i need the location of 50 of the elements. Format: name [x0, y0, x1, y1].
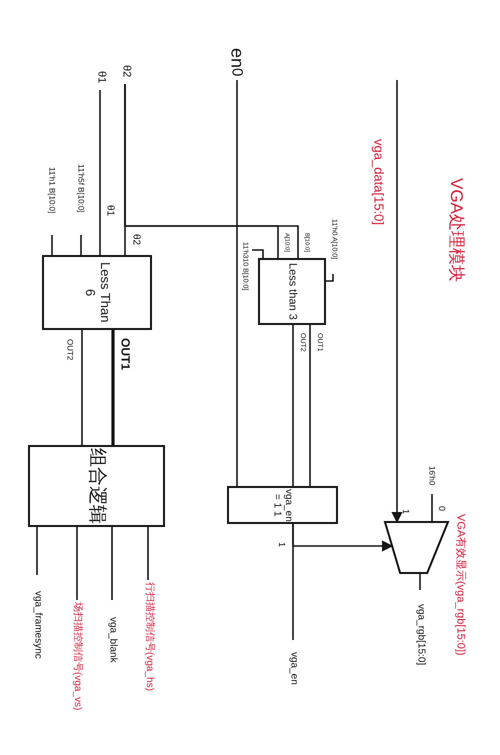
signal-label: vga_framesync [30, 575, 45, 675]
signal-label: 场扫描控制信号 [71, 602, 83, 672]
pin-label: 1 [400, 508, 412, 516]
signal-label: 11'h5f B[10:0] [73, 141, 89, 235]
signal-label: 行扫描控制信号 [143, 582, 155, 652]
signal-label: θ2 [118, 58, 134, 84]
block-label: Less Than 6 [82, 261, 112, 325]
wire [51, 235, 53, 255]
wire [81, 330, 83, 445]
signal-label: θ1 [93, 64, 109, 90]
wire [80, 235, 82, 255]
pin-label: θ1 [103, 204, 116, 219]
wire [431, 494, 433, 522]
wire [76, 527, 78, 600]
wire [326, 274, 334, 282]
signal-label: (vga_vs) [71, 672, 83, 710]
wire [292, 325, 294, 486]
annotation-text: VGA有效显示 [454, 514, 466, 582]
logic-block [42, 255, 152, 330]
signal-label: 16'h0 [425, 458, 439, 494]
signal-label: (vga_hs) [143, 652, 155, 690]
pin-label: θ2 [129, 233, 142, 248]
pin-label: vga_data[15:0] [370, 138, 388, 228]
block-label: vga_en = 1 1 [271, 488, 294, 522]
signal-label: vga_en [286, 640, 301, 696]
wire [252, 249, 264, 258]
diagram-title: VGA处理模块 [446, 177, 467, 284]
pin-label: 1 [276, 541, 288, 550]
pin-label: OUT1 [117, 336, 133, 372]
annotation-text: (vga_rgb[15:0]) [454, 581, 466, 656]
wire [111, 330, 115, 445]
wire [111, 527, 113, 600]
block-label: Less than 3 [286, 263, 298, 320]
signal-label: 11'h1 B[10:0] [44, 146, 60, 235]
logic-block [227, 486, 338, 524]
wire [147, 527, 149, 580]
wire [236, 80, 238, 486]
wire [36, 527, 38, 575]
logic-block [258, 258, 326, 325]
wire [309, 325, 311, 486]
block-label: 组合逻辑 [86, 448, 108, 524]
arrow [292, 524, 394, 552]
wire [419, 573, 421, 590]
arrow [391, 80, 403, 524]
logic-block [28, 445, 165, 527]
signal-label: vga_blank [105, 600, 120, 680]
pin-label: OUT2 [64, 338, 76, 363]
signal-label: vga_rgb[15:0] [413, 590, 428, 680]
wire [99, 90, 101, 255]
pin-label: 0 [436, 505, 448, 514]
